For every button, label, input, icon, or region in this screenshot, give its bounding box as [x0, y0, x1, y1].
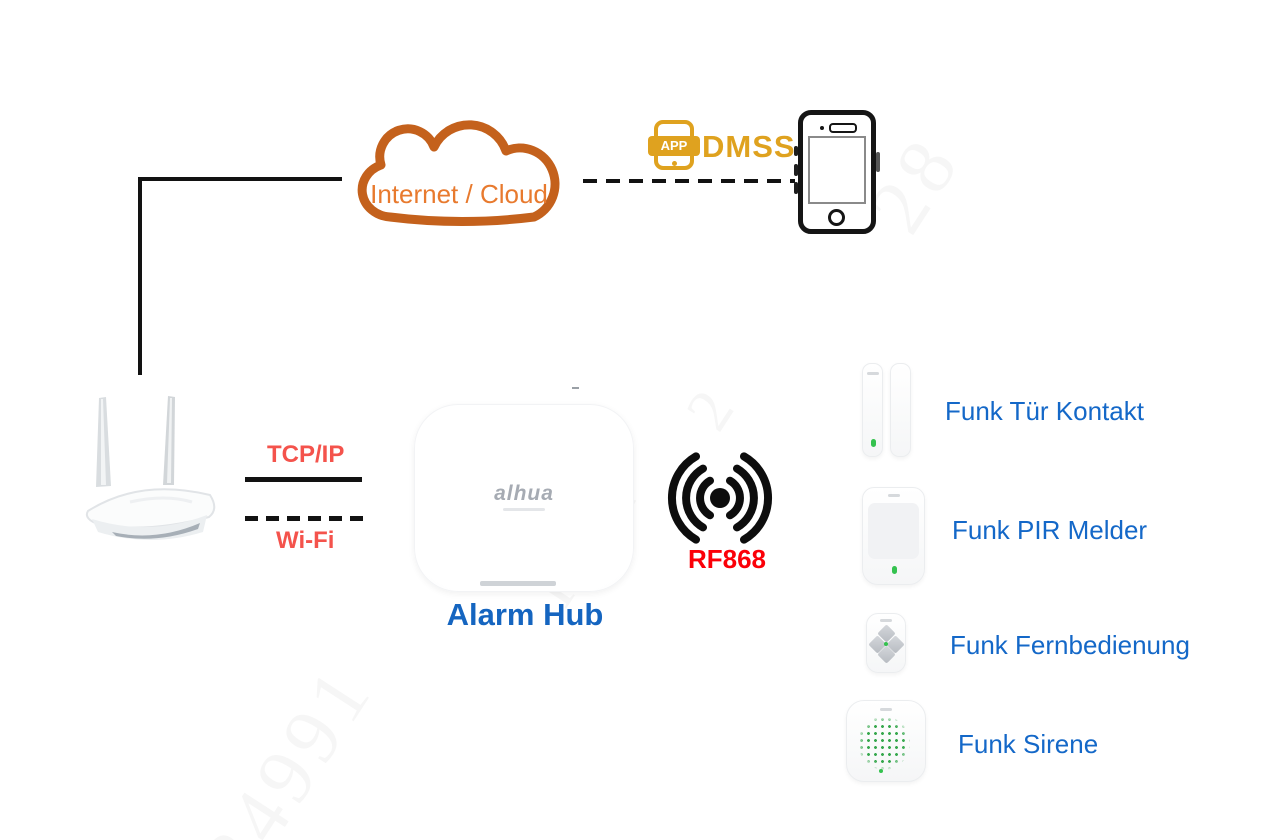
app-icon: APP	[648, 120, 700, 170]
dahua-logo-small	[880, 619, 892, 622]
dahua-logo-small	[880, 708, 892, 711]
tcpip-label: TCP/IP	[267, 441, 345, 468]
wifi-router-icon	[85, 396, 216, 540]
phone-home-button	[828, 209, 845, 226]
phone-side-button	[794, 164, 798, 176]
app-home-dot	[672, 161, 677, 166]
smartphone-icon	[793, 110, 881, 236]
dahua-tagline-smudge	[503, 508, 545, 511]
dmss-label: DMSS	[702, 129, 796, 164]
stray-mark	[572, 387, 579, 389]
siren-label: Funk Sirene	[958, 729, 1099, 759]
phone-side-button	[794, 146, 798, 156]
led-indicator	[884, 642, 888, 646]
pir-detector-label: Funk PIR Melder	[952, 515, 1148, 545]
app-banner: APP	[648, 136, 700, 156]
pir-detector	[862, 487, 925, 585]
watermark-text: 24991	[186, 648, 392, 840]
wireless-siren	[846, 700, 926, 782]
door-contact-magnet	[890, 363, 911, 457]
phone-power-button	[876, 152, 880, 172]
door-contact-sensor	[862, 363, 883, 457]
remote-control	[866, 613, 906, 673]
rf868-label: RF868	[687, 544, 767, 574]
phone-camera-dot	[820, 126, 824, 130]
alarm-hub-label: Alarm Hub	[446, 597, 604, 632]
door-contact-label: Funk Tür Kontakt	[945, 396, 1144, 426]
router-cloud-line-horizontal	[138, 177, 342, 181]
hub-bottom-seam	[480, 581, 556, 586]
rf-signal-icon	[667, 452, 773, 544]
led-indicator	[891, 566, 897, 574]
wifi-label: Wi-Fi	[276, 527, 335, 554]
phone-body	[798, 110, 876, 234]
phone-speaker	[829, 123, 857, 133]
pir-lens-window	[868, 503, 919, 559]
internet-cloud-shape: Internet / Cloud	[357, 120, 560, 226]
led-indicator	[870, 439, 876, 447]
remote-control-label: Funk Fernbedienung	[950, 630, 1190, 660]
led-indicator	[879, 769, 883, 773]
phone-side-button	[794, 182, 798, 194]
dahua-logo: alhua	[494, 482, 554, 505]
siren-speaker-grille	[858, 716, 910, 770]
cloud-phone-dashed-line	[583, 179, 795, 183]
router-cloud-line-vertical	[138, 177, 142, 375]
tcpip-solid-line	[245, 477, 362, 482]
wifi-dashed-line	[245, 516, 365, 521]
dahua-logo-small	[887, 494, 900, 497]
cloud-label: Internet / Cloud	[370, 179, 548, 209]
alarm-hub-device: alhua	[414, 404, 634, 592]
phone-screen	[808, 136, 866, 204]
watermark-text: 2	[673, 372, 752, 442]
dahua-logo-small	[866, 372, 879, 375]
